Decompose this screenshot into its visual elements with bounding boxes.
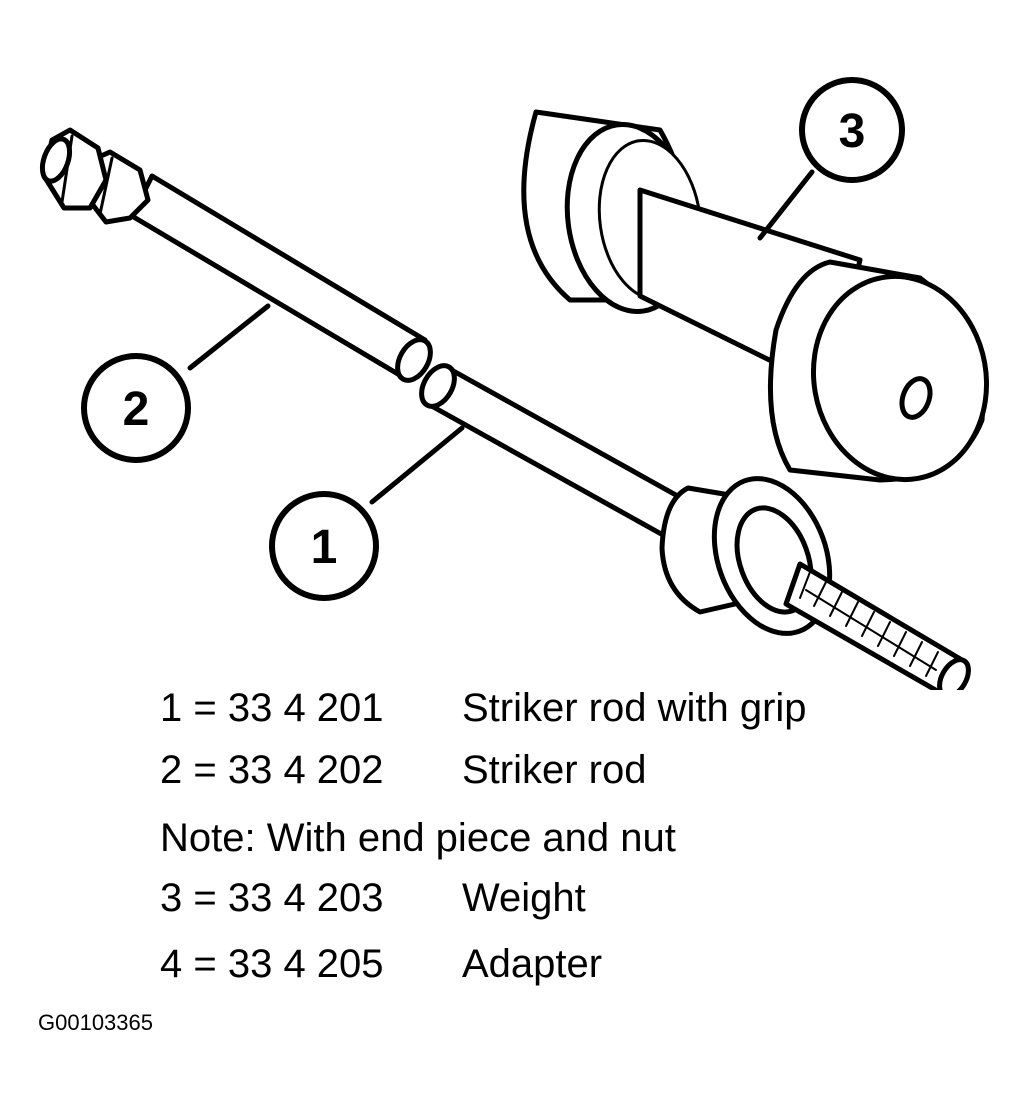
striker-rod-with-grip-icon — [419, 363, 971, 690]
figure-id: G00103365 — [38, 1010, 153, 1035]
tool-illustration: 2 1 3 — [39, 77, 990, 690]
callout-1-label: 1 — [311, 521, 338, 574]
weight-icon — [521, 109, 990, 483]
callout-2: 2 — [81, 353, 191, 463]
striker-rod-icon — [39, 127, 433, 383]
callout-3-label: 3 — [839, 105, 866, 158]
part-description: Striker rod with grip — [462, 686, 807, 730]
legend-row: 1 = 33 4 201 Striker rod with grip — [160, 688, 807, 728]
part-number: 2 = 33 4 202 — [160, 748, 384, 792]
leader-line-1 — [369, 425, 465, 505]
callout-1: 1 — [269, 491, 379, 601]
legend-row: 3 = 33 4 203 Weight — [160, 878, 586, 918]
part-description: Adapter — [462, 942, 603, 986]
part-number: 3 = 33 4 203 — [160, 876, 384, 920]
callout-3: 3 — [799, 77, 905, 183]
callout-2-label: 2 — [123, 383, 150, 436]
part-number: 1 = 33 4 201 — [160, 686, 384, 730]
legend-note: Note: With end piece and nut — [160, 816, 676, 860]
leader-line-2 — [187, 303, 271, 371]
part-number: 4 = 33 4 205 — [160, 942, 384, 986]
leader-line-3 — [757, 169, 815, 241]
part-description: Weight — [462, 876, 586, 920]
part-description: Striker rod — [462, 748, 647, 792]
legend-row: 4 = 33 4 205 Adapter — [160, 944, 602, 984]
legend-row: 2 = 33 4 202 Striker rod — [160, 750, 647, 790]
